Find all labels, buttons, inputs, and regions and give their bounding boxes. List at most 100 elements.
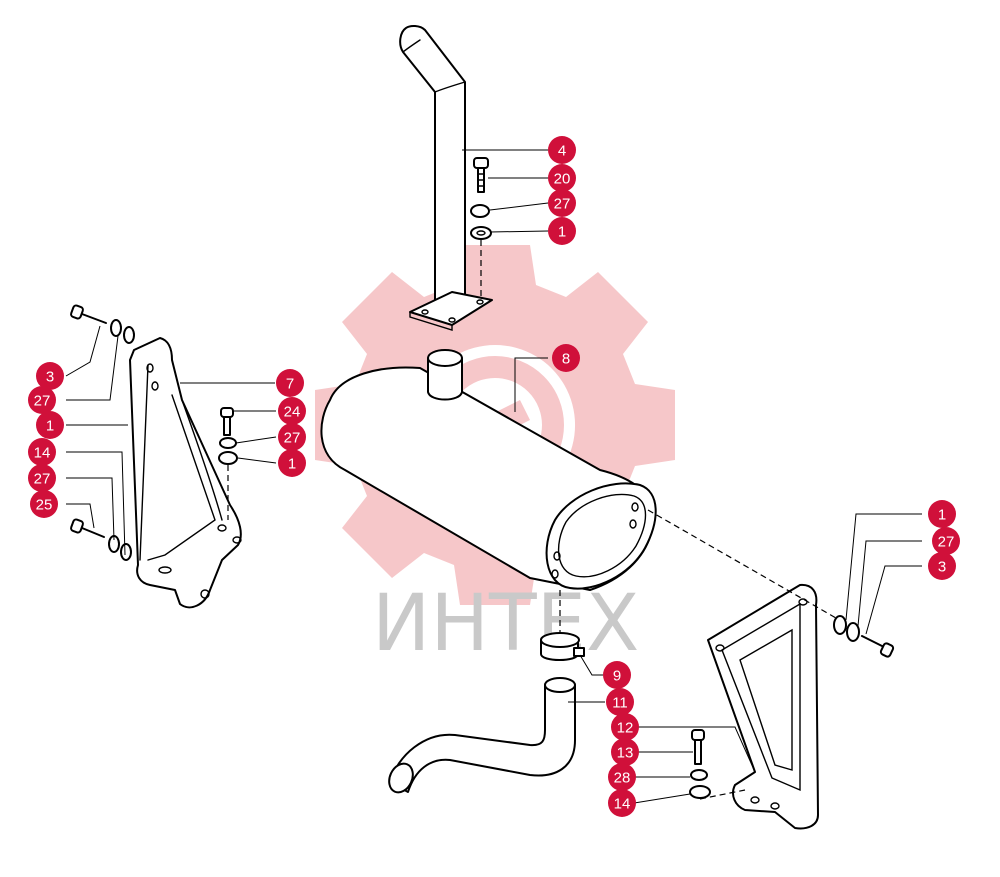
callout-12: 12	[611, 713, 639, 741]
callout-label: 27	[284, 430, 301, 447]
callout-circle	[548, 136, 576, 164]
callout-circle	[611, 713, 639, 741]
callout-label: 3	[938, 559, 946, 576]
callout-label: 14	[34, 445, 51, 462]
callout-circle	[608, 763, 636, 791]
callout-1: 1	[928, 500, 956, 528]
left-bracket	[129, 337, 242, 609]
callout-circle	[28, 438, 56, 466]
callout-7: 7	[276, 369, 304, 397]
washer-1-right	[833, 615, 847, 635]
callout-label: 7	[286, 376, 294, 393]
callout-20: 20	[548, 164, 576, 192]
callout-circle	[928, 552, 956, 580]
callout-label: 27	[554, 196, 571, 213]
callout-8: 8	[552, 344, 580, 372]
callout-1: 1	[278, 449, 306, 477]
callout-circle	[36, 362, 64, 390]
watermark-text: ИНТЕХ	[372, 579, 639, 669]
washer-14-right	[689, 785, 711, 799]
callout-label: 9	[613, 668, 621, 685]
bolt-20	[473, 157, 489, 193]
callout-label: 14	[614, 796, 631, 813]
callout-1: 1	[36, 411, 64, 439]
bolt-3-right	[861, 635, 895, 658]
callout-label: 28	[614, 770, 631, 787]
callout-circle	[603, 661, 631, 689]
callout-label: 4	[558, 143, 566, 160]
callout-circle	[28, 464, 56, 492]
callout-circle	[278, 397, 306, 425]
callout-3: 3	[36, 362, 64, 390]
callout-circle	[278, 449, 306, 477]
callout-circle	[548, 189, 576, 217]
bolt-24	[220, 407, 234, 436]
callout-circle	[611, 738, 639, 766]
callout-14: 14	[28, 438, 56, 466]
callout-circle	[548, 164, 576, 192]
callout-circle	[276, 369, 304, 397]
callout-11: 11	[606, 688, 634, 716]
callout-label: 11	[612, 695, 628, 712]
callout-circle	[928, 500, 956, 528]
spring-washer-28	[690, 769, 708, 781]
callout-label: 1	[46, 418, 54, 435]
callout-1: 1	[548, 217, 576, 245]
washer-1	[470, 226, 492, 240]
washer-1-mid	[218, 451, 238, 465]
washer-27-upper-left	[110, 319, 122, 337]
callout-circle	[606, 688, 634, 716]
callout-circle	[36, 411, 64, 439]
callout-3: 3	[928, 552, 956, 580]
tail-pipe	[388, 677, 576, 794]
callout-label: 1	[938, 507, 946, 524]
washer-14-lower-left	[120, 543, 132, 561]
washer-1-upper-left	[123, 326, 135, 344]
muffler	[320, 349, 657, 591]
callout-label: 24	[284, 404, 301, 421]
callout-label: 27	[938, 534, 955, 551]
callout-label: 27	[34, 471, 51, 488]
callout-label: 20	[554, 171, 571, 188]
leader-lines	[65, 149, 922, 804]
callout-28: 28	[608, 763, 636, 791]
spring-washer-27-mid	[219, 437, 237, 449]
callout-circle	[608, 789, 636, 817]
bolt-3	[70, 304, 107, 324]
callout-label: 12	[617, 720, 634, 737]
callout-label: 25	[36, 497, 53, 514]
callout-14: 14	[608, 789, 636, 817]
callout-label: 1	[558, 224, 566, 241]
callout-label: 3	[46, 369, 54, 386]
callout-circle	[278, 423, 306, 451]
callout-27: 27	[278, 423, 306, 451]
callout-circle	[548, 217, 576, 245]
right-bracket	[707, 583, 819, 830]
callout-circle	[30, 490, 58, 518]
callout-27: 27	[28, 386, 56, 414]
bolt-13	[691, 729, 705, 765]
callout-25: 25	[30, 490, 58, 518]
callout-27: 27	[28, 464, 56, 492]
callout-circle	[552, 344, 580, 372]
hose-clamp	[540, 632, 585, 661]
callout-label: 27	[34, 393, 51, 410]
callout-27: 27	[932, 527, 960, 555]
callout-label: 13	[617, 745, 634, 762]
exhaust-pipe	[399, 24, 493, 331]
callout-label: 1	[288, 456, 296, 473]
washer-27-right	[846, 622, 860, 642]
callout-circle	[28, 386, 56, 414]
bolt-25	[70, 518, 105, 538]
callout-4: 4	[548, 136, 576, 164]
callout-circle	[932, 527, 960, 555]
callout-13: 13	[611, 738, 639, 766]
callout-label: 8	[562, 351, 570, 368]
callout-24: 24	[278, 397, 306, 425]
callout-9: 9	[603, 661, 631, 689]
spring-washer-27	[470, 204, 490, 218]
callout-27: 27	[548, 189, 576, 217]
